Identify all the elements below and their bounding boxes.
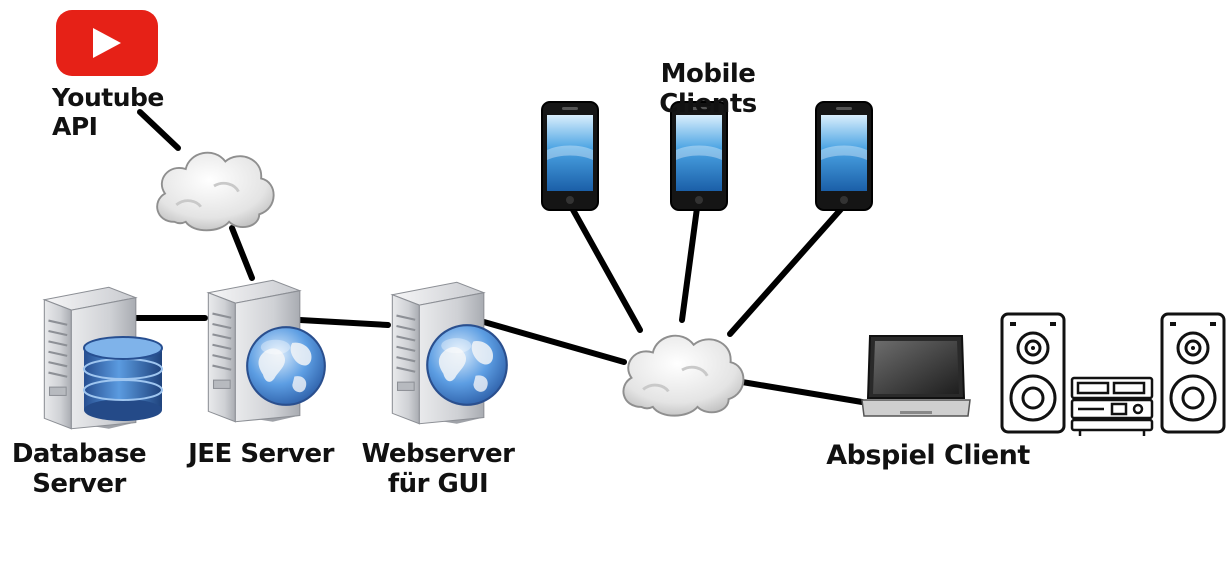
link-phone1-cloud: [569, 205, 643, 333]
link-jee-webserver: [297, 317, 391, 328]
label-jee-server: JEE Server: [188, 439, 334, 469]
link-youtube-cloud: [137, 109, 181, 151]
link-phone3-cloud: [727, 205, 845, 337]
label-database-server-line2: Server: [32, 468, 126, 499]
label-webserver-line2: für GUI: [387, 468, 489, 499]
laptop-icon: [861, 335, 971, 417]
speaker-icon-left: [1000, 312, 1066, 434]
database-server-icon: [43, 286, 163, 430]
phone-icon-3: [815, 101, 873, 211]
link-cloud-laptop: [739, 379, 865, 405]
globe-icon-jee: [246, 326, 326, 406]
jee-server-icon: [207, 279, 326, 423]
globe-icon-webserver: [426, 324, 508, 406]
cloud-icon-network: [621, 334, 746, 418]
cloud-icon-internet: [155, 151, 276, 232]
webserver-icon: [391, 281, 508, 425]
label-webserver-line1: Webserver: [361, 439, 515, 469]
link-phone2-cloud: [679, 205, 700, 323]
label-database-server: Database Server: [4, 439, 154, 500]
phone-icon-1: [541, 101, 599, 211]
link-webserver-cloud: [481, 319, 627, 365]
speaker-icon-right: [1160, 312, 1226, 434]
youtube-icon: [56, 10, 158, 76]
label-mobile-clients: Mobile Clients: [659, 59, 757, 119]
link-cloud-jee: [229, 225, 255, 281]
label-abspiel-client: Abspiel Client: [826, 440, 1030, 471]
label-youtube-api: Youtube API: [52, 83, 164, 141]
label-database-server-line1: Database: [11, 439, 147, 469]
label-webserver: Webserver für GUI: [356, 439, 520, 500]
amplifier-icon: [1070, 376, 1154, 436]
stereo-icon: [1000, 312, 1226, 436]
